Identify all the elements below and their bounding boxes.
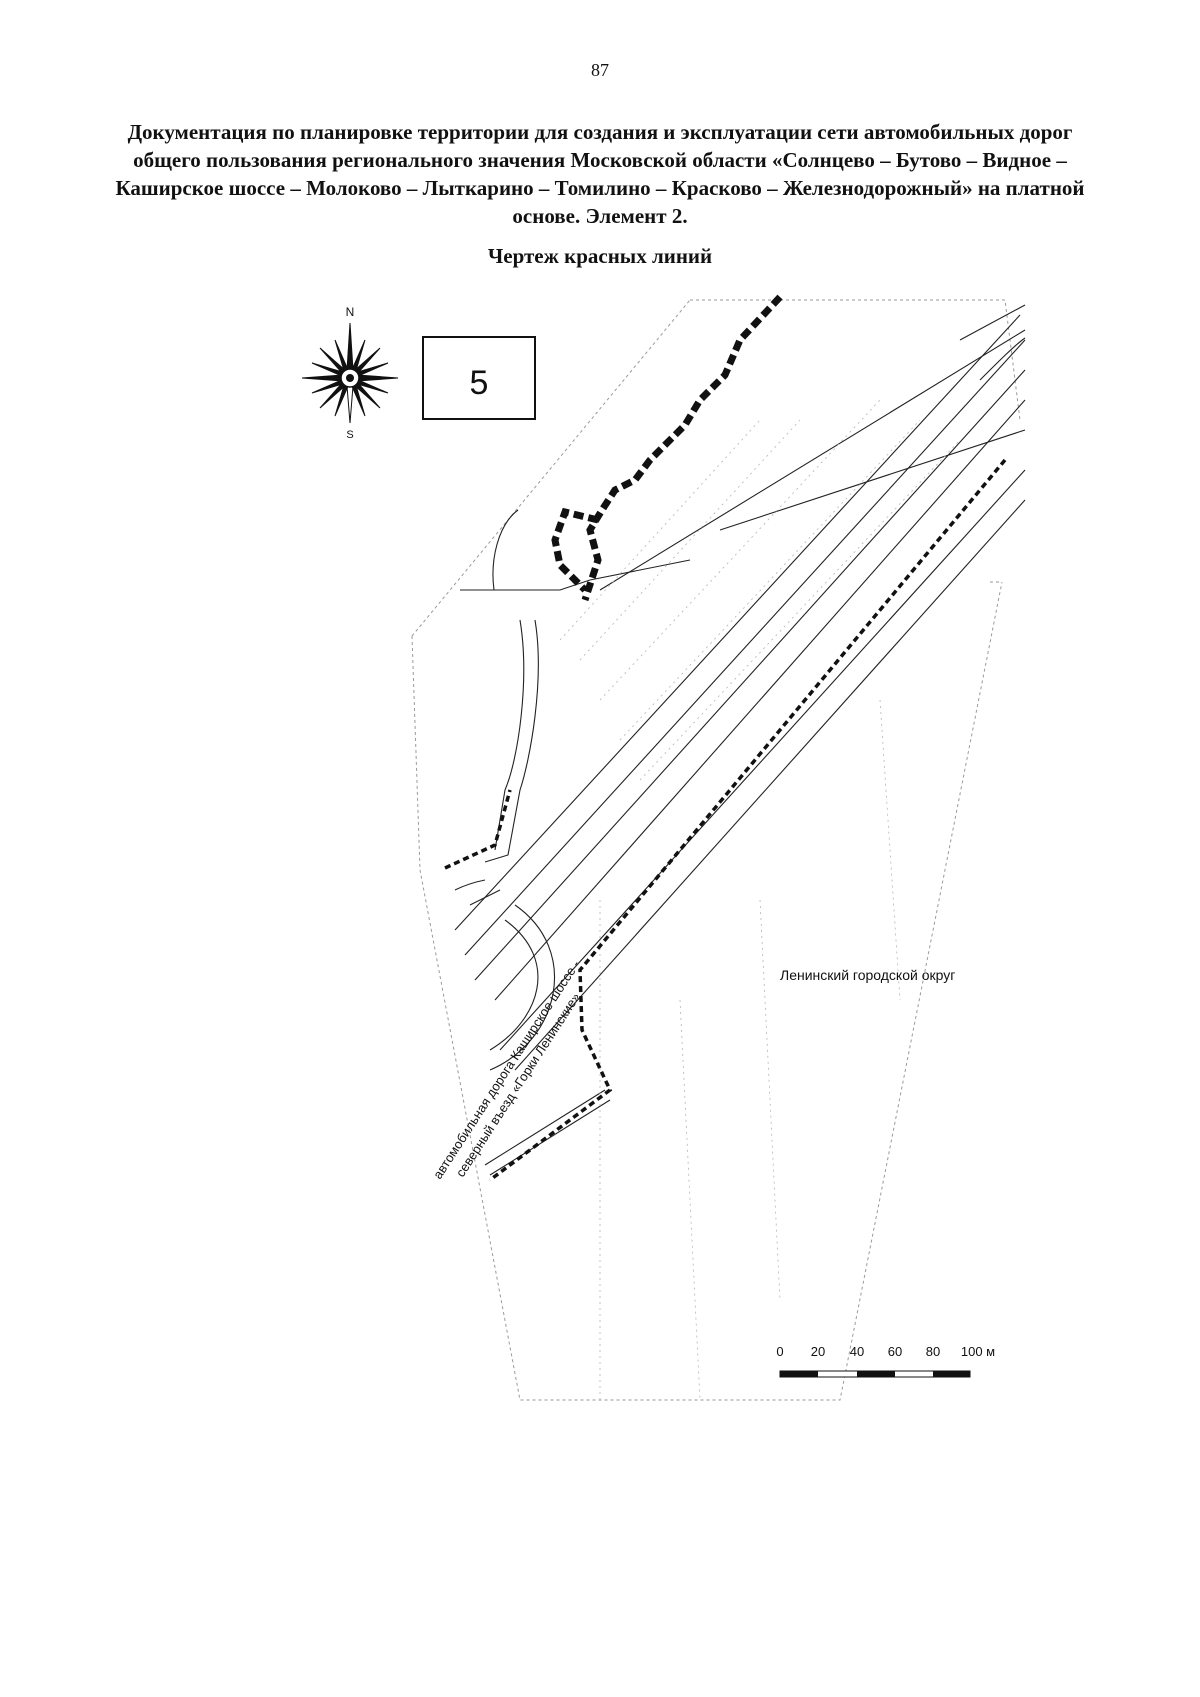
survey-texture bbox=[559, 399, 961, 1401]
road-label-line1: автомобильная дорога Каширское шоссе - bbox=[430, 957, 583, 1181]
sheet-number: 5 bbox=[470, 364, 489, 402]
scale-tick-100: 100 м bbox=[961, 1344, 995, 1359]
sheet-number-box: 5 bbox=[422, 336, 536, 420]
scale-tick-60: 60 bbox=[888, 1344, 902, 1359]
scale-tick-20: 20 bbox=[811, 1344, 825, 1359]
red-line-boundary-heavy bbox=[551, 294, 783, 602]
red-line-boundary bbox=[444, 458, 1007, 1182]
compass-north-label: N bbox=[346, 305, 355, 319]
scale-tick-40: 40 bbox=[850, 1344, 864, 1359]
district-label: Ленинский городской округ bbox=[780, 967, 955, 983]
road-corridor bbox=[454, 304, 1026, 1071]
compass-rose: N S bbox=[301, 305, 399, 441]
compass-south-label: S bbox=[346, 429, 353, 441]
scale-tick-80: 80 bbox=[926, 1344, 940, 1359]
side-road bbox=[454, 509, 691, 1176]
road-label: автомобильная дорога Каширское шоссе - с… bbox=[430, 957, 583, 1181]
scale-tick-0: 0 bbox=[776, 1344, 783, 1359]
page-number: 87 bbox=[591, 60, 609, 80]
document-title: Документация по планировке территории дл… bbox=[115, 120, 1085, 228]
scale-bar: 0 20 40 60 80 100 м bbox=[776, 1344, 995, 1378]
document-subtitle: Чертеж красных линий bbox=[487, 244, 713, 268]
planning-area-outline bbox=[411, 299, 1021, 1401]
road-label-line2: северный въезд «Горки Ленинские» bbox=[453, 990, 583, 1180]
